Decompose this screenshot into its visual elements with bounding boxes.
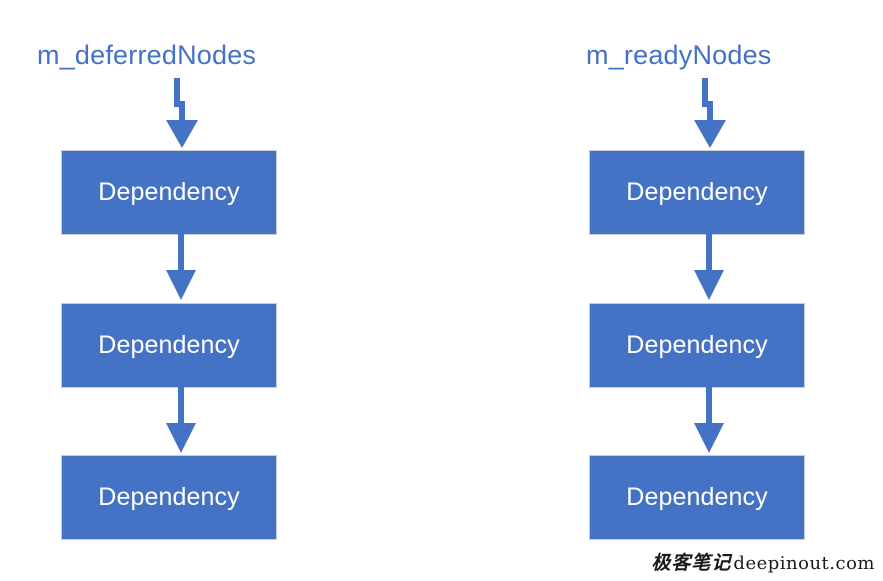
connector-arrow-icon bbox=[694, 387, 724, 453]
dependency-node-label: Dependency bbox=[98, 178, 240, 206]
watermark-site-text: deepinout.com bbox=[733, 553, 875, 574]
connector-arrow-icon bbox=[166, 387, 196, 453]
dependency-node[interactable]: Dependency bbox=[61, 303, 277, 388]
entry-arrow-ready-icon bbox=[694, 78, 726, 148]
connector-arrow-icon bbox=[166, 234, 196, 300]
column-label-ready: m_readyNodes bbox=[586, 40, 772, 70]
entry-arrow-deferred-icon bbox=[166, 78, 198, 148]
dependency-node-label: Dependency bbox=[626, 178, 768, 206]
dependency-node[interactable]: Dependency bbox=[61, 455, 277, 540]
dependency-node[interactable]: Dependency bbox=[589, 455, 805, 540]
dependency-node-label: Dependency bbox=[626, 483, 768, 511]
dependency-node-label: Dependency bbox=[98, 483, 240, 511]
column-label-deferred: m_deferredNodes bbox=[37, 40, 257, 70]
dependency-node-label: Dependency bbox=[626, 331, 768, 359]
dependency-node-label: Dependency bbox=[98, 331, 240, 359]
watermark-chinese-text: 极客笔记 bbox=[651, 552, 732, 574]
watermark: 极客笔记 deepinout.com bbox=[651, 548, 875, 575]
connector-arrow-icon bbox=[694, 234, 724, 300]
dependency-node[interactable]: Dependency bbox=[61, 150, 277, 235]
dependency-node[interactable]: Dependency bbox=[589, 303, 805, 388]
dependency-node[interactable]: Dependency bbox=[589, 150, 805, 235]
